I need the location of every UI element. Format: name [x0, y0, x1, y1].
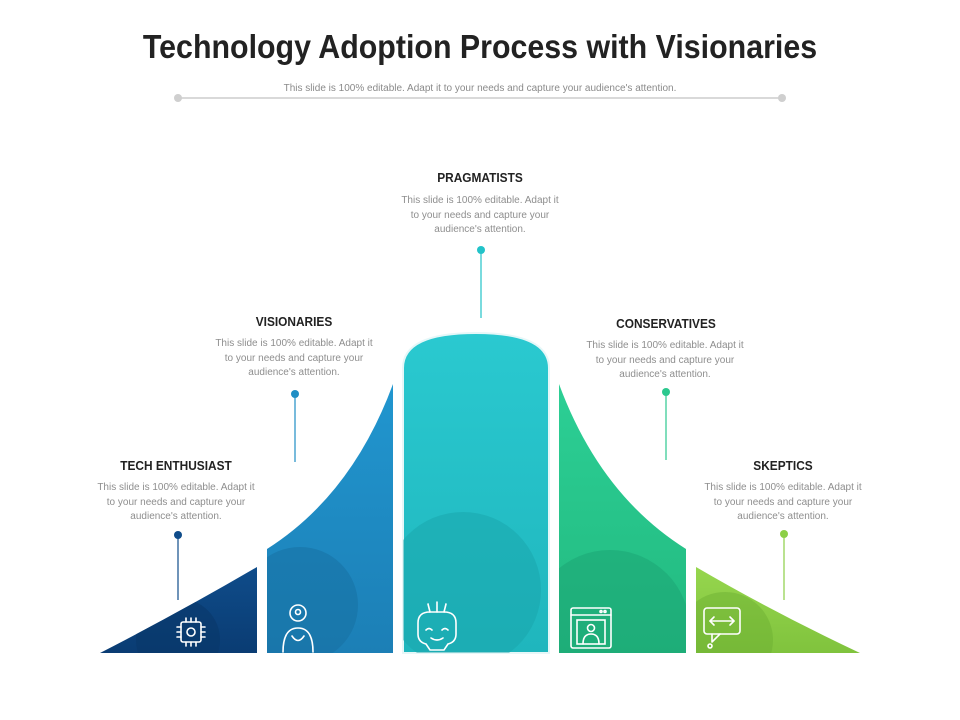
person-icon	[282, 604, 314, 653]
chip-icon	[176, 617, 206, 647]
segment-skeptics	[696, 567, 860, 653]
segment-visionaries	[267, 384, 393, 653]
divider-dot-left	[174, 94, 182, 102]
stage-title-skeptics: SKEPTICS	[753, 459, 813, 473]
connector-conservatives	[662, 388, 670, 460]
stage-title-pragmatists: PRAGMATISTS	[437, 171, 523, 185]
stage-desc-visionaries: This slide is 100% editable. Adapt it to…	[215, 338, 373, 378]
connector-tech-enthusiast	[174, 531, 182, 600]
connector-skeptics	[780, 530, 788, 600]
segment-pragmatists	[402, 331, 550, 654]
connector-visionaries	[291, 390, 299, 462]
segment-conservatives	[559, 384, 686, 653]
stage-desc-skeptics: This slide is 100% editable. Adapt it to…	[704, 482, 862, 522]
stage-title-conservatives: CONSERVATIVES	[616, 317, 716, 331]
page-title: Technology Adoption Process with Visiona…	[142, 28, 818, 65]
page-subtitle: This slide is 100% editable. Adapt it to…	[283, 83, 677, 94]
stage-desc-tech-enthusiast: This slide is 100% editable. Adapt it to…	[97, 482, 255, 522]
head-idea-icon	[417, 601, 457, 651]
connector-pragmatists	[477, 246, 485, 318]
stage-desc-conservatives: This slide is 100% editable. Adapt it to…	[586, 340, 744, 380]
divider-dot-right	[778, 94, 786, 102]
stage-title-tech-enthusiast: TECH ENTHUSIAST	[120, 459, 232, 473]
browser-user-icon	[570, 607, 612, 649]
stage-title-visionaries: VISIONARIES	[255, 315, 333, 329]
chat-arrows-icon	[703, 607, 741, 649]
header-divider	[178, 97, 782, 99]
stage-desc-pragmatists: This slide is 100% editable. Adapt it to…	[401, 195, 559, 235]
